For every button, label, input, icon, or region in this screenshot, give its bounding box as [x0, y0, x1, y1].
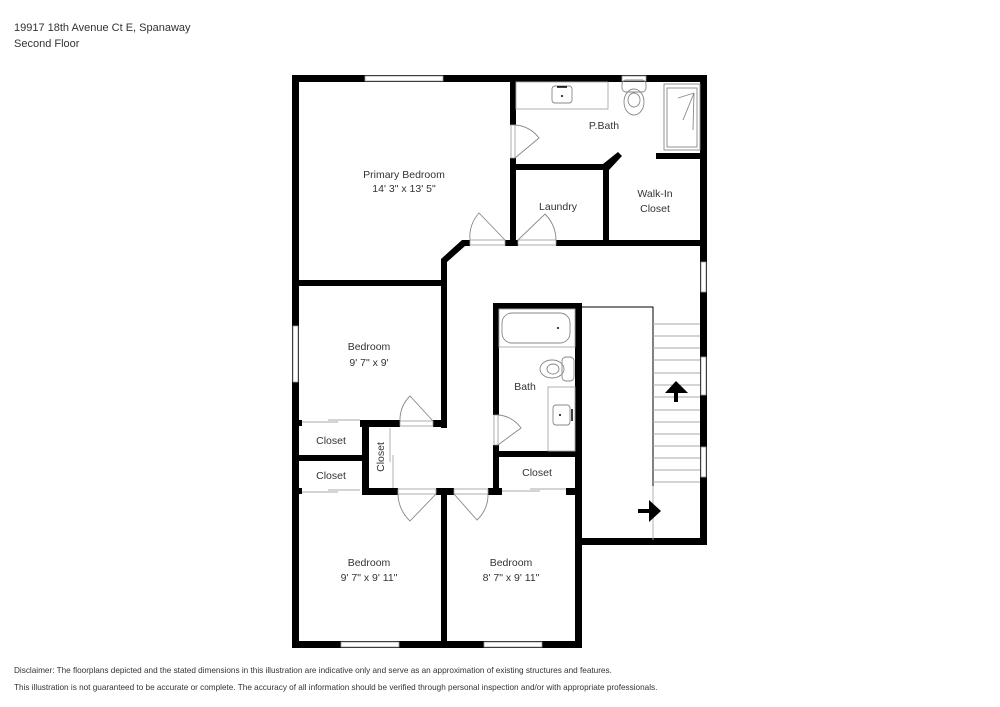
- primary-bedroom-dims: 14' 3" x 13' 5": [372, 183, 436, 195]
- windows: [292, 75, 707, 648]
- stair-up-arrow-icon: [665, 381, 688, 402]
- plan-header: 19917 18th Avenue Ct E, Spanaway Second …: [14, 20, 191, 52]
- stair-right-arrow-icon: [638, 500, 661, 522]
- bedroom3-dims: 9' 7" x 9' 11": [341, 572, 398, 584]
- bedroom3-label: Bedroom: [348, 557, 391, 569]
- floor-label: Second Floor: [14, 38, 80, 50]
- bath-toilet-icon: [539, 356, 575, 382]
- shower-icon: [663, 83, 701, 151]
- pbath-label: P.Bath: [589, 120, 619, 132]
- closet-c-label: Closet: [375, 442, 387, 472]
- bath-vanity: [547, 386, 576, 452]
- bathtub-icon: [498, 308, 576, 348]
- bedroom4-dims: 8' 7" x 9' 11": [483, 572, 540, 584]
- laundry-label: Laundry: [539, 201, 578, 213]
- closet-a-label: Closet: [316, 435, 346, 447]
- disclaimer: Disclaimer: The floorplans depicted and …: [14, 662, 657, 696]
- closet-b-label: Closet: [316, 470, 346, 482]
- disclaimer-line-2: This illustration is not guaranteed to b…: [14, 683, 658, 692]
- room-labels: Primary Bedroom 14' 3" x 13' 5" P.Bath L…: [316, 120, 673, 584]
- pbath-vanity: [515, 81, 609, 110]
- disclaimer-line-1: Disclaimer: The floorplans depicted and …: [14, 666, 612, 675]
- pbath-toilet-icon: [621, 79, 647, 116]
- bedroom2-label: Bedroom: [348, 341, 391, 353]
- closet-d-label: Closet: [522, 467, 552, 479]
- stair-treads: [653, 323, 700, 483]
- interior-walls: [292, 75, 707, 648]
- bedroom4-label: Bedroom: [490, 557, 533, 569]
- fixtures: [498, 79, 701, 452]
- walkin-closet-label-1: Walk-In: [637, 188, 672, 200]
- address-text: 19917 18th Avenue Ct E, Spanaway: [14, 22, 191, 34]
- bath-label: Bath: [514, 381, 536, 393]
- bedroom2-dims: 9' 7" x 9': [349, 357, 388, 369]
- bath-sink-icon: [552, 404, 571, 426]
- pbath-sink-icon: [551, 85, 573, 104]
- staircase: [582, 306, 700, 540]
- walkin-closet-label-2: Closet: [640, 203, 670, 215]
- doors: [302, 124, 566, 522]
- primary-bedroom-label: Primary Bedroom: [363, 169, 445, 181]
